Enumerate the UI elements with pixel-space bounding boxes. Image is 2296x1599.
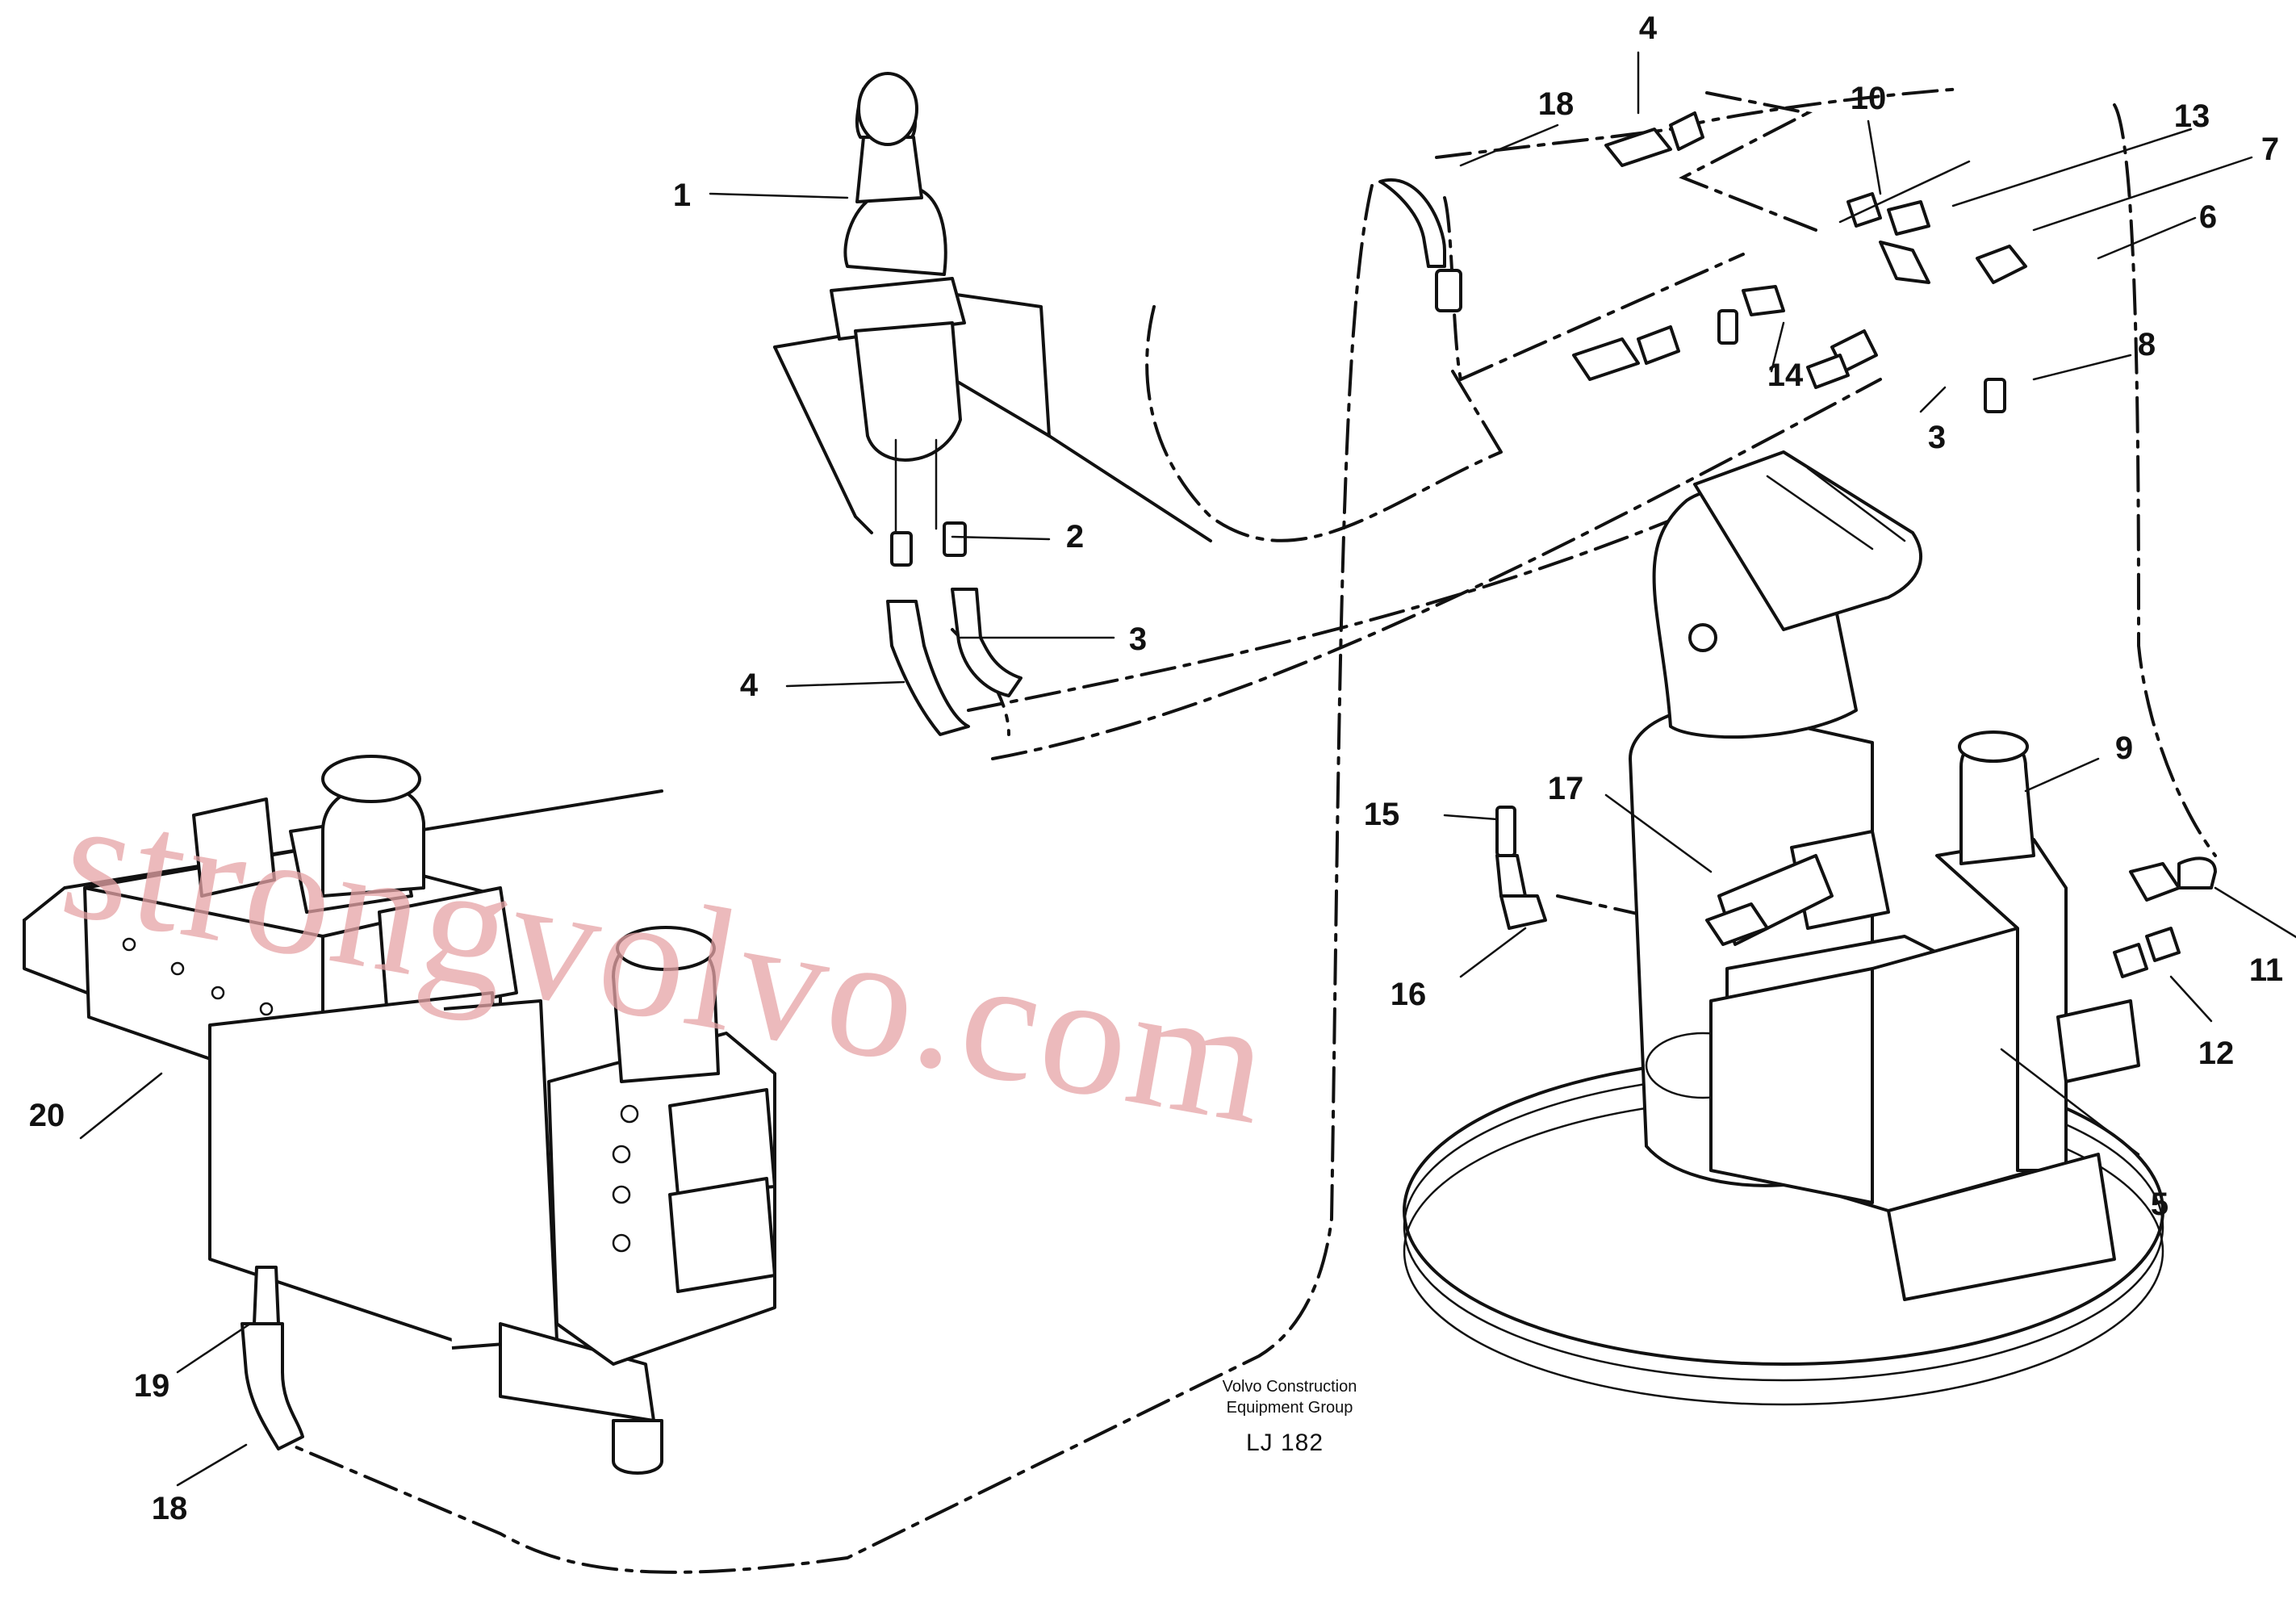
callout-4-lever: 4	[740, 668, 759, 703]
callout-4-top: 4	[1639, 10, 1658, 46]
caption-line-2: Equipment Group	[1227, 1399, 1353, 1417]
callout-13: 13	[2174, 98, 2210, 134]
callout-3-lever: 3	[1129, 622, 1147, 657]
callout-17: 17	[1548, 771, 1584, 806]
drawing-code: LJ 182	[1246, 1429, 1324, 1456]
fittings	[1378, 111, 2217, 978]
callout-11: 11	[2249, 952, 2283, 988]
callout-9: 9	[2115, 730, 2133, 766]
callout-1: 1	[673, 178, 691, 213]
callout-14: 14	[1767, 358, 1804, 393]
callout-15: 15	[1364, 797, 1400, 832]
caption-line-1: Volvo Construction	[1223, 1378, 1357, 1396]
callout-7: 7	[2261, 132, 2279, 167]
control-lever-assembly	[773, 72, 1212, 736]
callout-5: 5	[2151, 1187, 2168, 1222]
callout-2: 2	[1066, 519, 1084, 555]
callout-labels: 1 2 3 3 4 4 5 6 7 8 9 10 11 12 13 14 15 …	[29, 10, 2283, 1526]
callout-10: 10	[1851, 81, 1887, 116]
callout-20: 20	[29, 1098, 65, 1133]
swivel-motor-assembly	[1403, 450, 2164, 1406]
callout-16: 16	[1391, 977, 1427, 1012]
leader-lines	[79, 51, 2296, 1487]
caption: Volvo Construction Equipment Group LJ 18…	[1223, 1378, 1357, 1456]
callout-3-top: 3	[1928, 420, 1946, 455]
callout-18-top: 18	[1538, 86, 1575, 122]
callout-8: 8	[2138, 327, 2156, 362]
callout-12: 12	[2198, 1036, 2235, 1071]
callout-18-bottom: 18	[152, 1491, 188, 1526]
control-valve-block	[23, 755, 776, 1475]
callout-19: 19	[134, 1368, 170, 1404]
callout-6: 6	[2199, 199, 2217, 235]
